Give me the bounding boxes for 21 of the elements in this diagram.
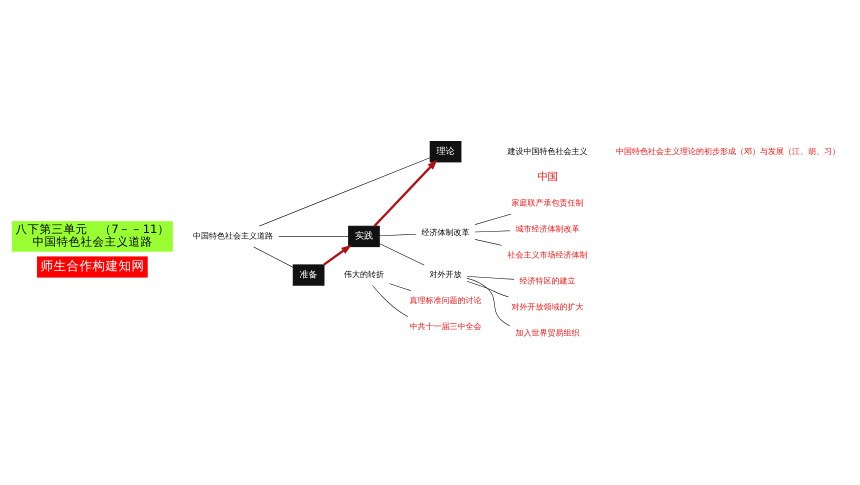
connector (278, 236, 349, 237)
connector (474, 230, 510, 232)
connector (474, 239, 502, 246)
arrow (323, 244, 352, 266)
connector (259, 157, 430, 226)
connector (466, 276, 514, 280)
node-box: 师生合作构建知网 (37, 256, 148, 278)
arrow (374, 160, 438, 227)
connector (372, 285, 408, 317)
connector (379, 234, 416, 236)
connector (466, 281, 509, 298)
connector (253, 246, 294, 268)
connector (379, 243, 424, 266)
connector (466, 278, 510, 326)
connector (389, 283, 412, 291)
node-box: 准备 (292, 264, 324, 286)
node-box: 实践 (348, 226, 380, 248)
label: 中国 (538, 171, 558, 184)
node-box: 八下第三单元 （7－－11） 中国特色社会主义道路 (12, 221, 173, 252)
connector (474, 214, 512, 225)
node-box: 理论 (430, 141, 462, 162)
